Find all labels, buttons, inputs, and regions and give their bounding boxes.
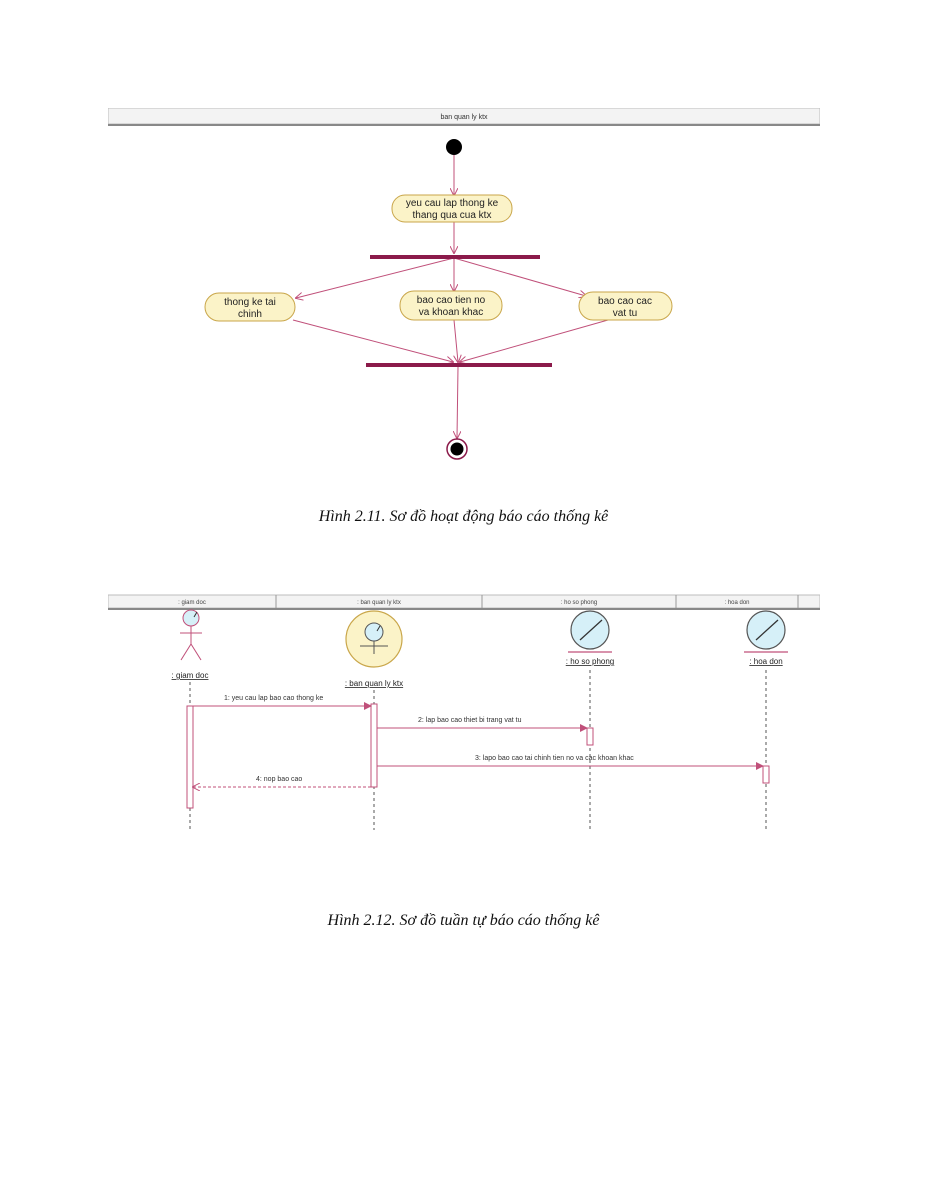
action-debt-line1: bao cao tien no [417, 295, 486, 306]
message-4-label: 4: nop bao cao [256, 776, 302, 783]
header-giam-doc: : giam doc [178, 600, 206, 606]
object-giam-doc-label: : giam doc [172, 671, 209, 680]
message-3: 3: lapo bao cao tai chinh tien no va cac… [377, 755, 764, 770]
action-request-line2: thang qua cua ktx [413, 210, 492, 221]
header-ban-quan-ly: : ban quan ly ktx [357, 600, 401, 606]
sequence-header: : giam doc : ban quan ly ktx : ho so pho… [108, 594, 820, 610]
swimlane-header: ban quan ly ktx [108, 108, 820, 126]
action-request: yeu cau lap thong ke thang qua cua ktx [391, 194, 513, 223]
fork-bar [370, 255, 540, 259]
initial-node [446, 139, 462, 155]
caption-activity-text: . Sơ đồ hoạt động báo cáo thống kê [381, 508, 609, 525]
object-ho-so-phong-label: : ho so phong [566, 657, 614, 666]
action-finance-line1: thong ke tai [224, 297, 276, 308]
caption-sequence-text: . Sơ đồ tuần tự báo cáo thống kê [391, 912, 600, 929]
activations [186, 703, 770, 809]
action-debt-line2: va khoan khac [419, 307, 484, 318]
object-ban-quan-ly-label: : ban quan ly ktx [345, 679, 403, 688]
join-bar [366, 363, 552, 367]
message-2-label: 2: lap bao cao thiet bi trang vat tu [418, 717, 522, 724]
swimlane-label: ban quan ly ktx [440, 114, 488, 121]
caption-sequence-number: Hình 2.12 [327, 912, 392, 929]
message-2: 2: lap bao cao thiet bi trang vat tu [377, 717, 588, 732]
action-request-line1: yeu cau lap thong ke [406, 198, 499, 209]
action-supplies-line1: bao cao cac [598, 296, 652, 307]
final-node [446, 438, 468, 460]
caption-activity: Hình 2.11. Sơ đồ hoạt động báo cáo thống… [0, 508, 927, 526]
action-debt: bao cao tien no va khoan khac [399, 290, 503, 321]
control-ban-quan-ly-icon [345, 610, 403, 668]
sequence-diagram: : giam doc : ban quan ly ktx : ho so pho… [108, 594, 820, 830]
header-hoa-don: : hoa don [724, 600, 749, 606]
action-finance: thong ke tai chinh [204, 292, 296, 322]
message-1: 1: yeu cau lap bao cao thong ke [193, 695, 372, 710]
flow-edges [292, 155, 609, 438]
action-supplies: bao cao cac vat tu [578, 291, 673, 321]
lifelines [189, 670, 767, 830]
entity-hoa-don-icon [744, 610, 788, 653]
caption-sequence: Hình 2.12. Sơ đồ tuần tự báo cáo thống k… [0, 912, 927, 930]
header-ho-so-phong: : ho so phong [561, 600, 597, 606]
action-supplies-line2: vat tu [613, 308, 637, 319]
action-finance-line2: chinh [238, 309, 262, 320]
activity-diagram: ban quan ly ktx yeu cau lap thong ke tha… [108, 108, 820, 460]
message-4: 4: nop bao cao [193, 776, 371, 787]
caption-activity-number: Hình 2.11 [318, 508, 382, 525]
actor-giam-doc-icon [180, 609, 202, 661]
object-hoa-don-label: : hoa don [749, 657, 782, 666]
message-3-label: 3: lapo bao cao tai chinh tien no va cac… [475, 755, 634, 762]
message-1-label: 1: yeu cau lap bao cao thong ke [224, 695, 323, 702]
entity-ho-so-phong-icon [568, 610, 612, 653]
